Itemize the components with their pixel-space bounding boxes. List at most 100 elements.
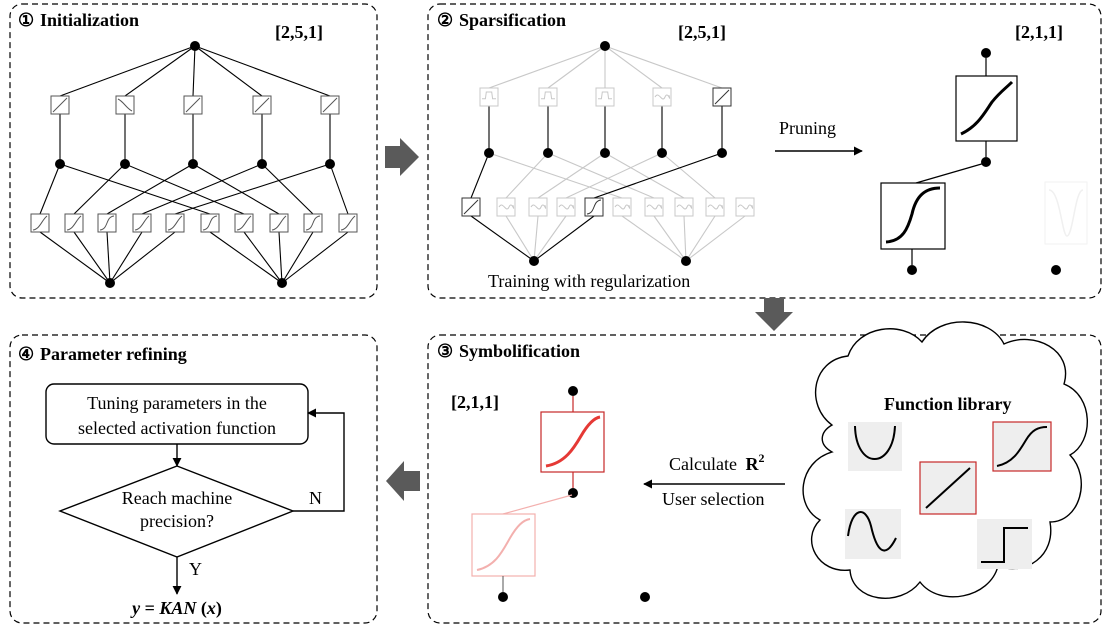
linear-function-icon [919,461,977,515]
function-library-cloud: Function library [802,321,1088,599]
symbolic-network [471,386,650,602]
input-node [277,278,287,288]
no-label: N [309,488,322,508]
pruned-network [880,48,1088,275]
activation-curve [254,97,270,113]
activation-curve [185,97,201,113]
hidden-node [120,159,130,169]
hidden-node [257,159,267,169]
panel-symbolification: ③ Symbolification [2,1,1] Calculate R2 U… [427,321,1102,624]
tuning-text: selected activation function [78,418,276,438]
activation-box [528,197,548,217]
input-node [498,592,508,602]
input-node [105,278,115,288]
activation-curve [66,215,82,231]
activation-box [479,87,499,107]
calculate-label: Calculate R2 [669,451,764,474]
activation-curve [676,204,693,210]
network-shape-label: [2,1,1] [451,392,499,412]
decision-text: Reach machine [122,488,232,508]
activation-curve [498,204,515,210]
hidden-node [325,159,335,169]
panel-number: ② [437,10,453,30]
sparse-network [461,41,755,266]
hidden-node [568,488,578,498]
hidden-node [981,157,991,167]
sine-function-icon [845,509,901,559]
hidden-node [188,159,198,169]
activation-curve [134,215,150,231]
panel-number: ④ [18,344,34,364]
output-node [190,41,200,51]
panel-number: ① [18,10,34,30]
activation-curve [202,215,218,231]
activation-curve [305,215,321,231]
activation-curve [541,91,555,100]
decision-text: precision? [140,511,214,531]
activation-box [735,197,755,217]
parabola-function-icon [848,422,902,471]
pruning-label: Pruning [779,118,836,138]
flow-arrow-left [386,461,420,501]
panel-sparsification: ② Sparsification [2,5,1] [2,1,1] Trainin… [427,3,1102,299]
activation-curve [167,215,183,231]
activation-curve [646,204,663,210]
panel-initialization: ① Initialization [2,5,1] [9,3,378,299]
output-node [600,41,610,51]
activation-curve [707,204,724,210]
panel-title: Sparsification [459,10,566,30]
sigmoid-function-icon [992,421,1052,472]
hidden-node [657,148,667,158]
result-equation: y = KAN (x) [130,598,222,619]
panel-title: Initialization [40,10,139,30]
user-selection-label: User selection [662,489,764,509]
activation-curve [340,215,356,231]
activation-curve [530,204,547,210]
network-shape-label: [2,5,1] [678,22,726,42]
activation-box [556,197,576,217]
activation-box [595,87,615,107]
input-node [907,265,917,275]
activation-curve [117,98,133,112]
activation-curve [322,97,338,113]
pruned-shape-label: [2,1,1] [1015,22,1063,42]
activation-box [644,197,664,217]
activation-box [496,197,516,217]
no-loop-arrow [293,408,345,512]
initial-network [30,41,358,288]
panel-title: Symbolification [459,341,580,361]
activation-curve [463,199,479,215]
panel-title: Parameter refining [40,344,187,364]
activation-curve [737,204,754,210]
hidden-node [543,148,553,158]
activation-box [538,87,558,107]
yes-label: Y [189,559,202,579]
activation-box [652,87,672,107]
training-label: Training with regularization [488,271,690,291]
panel-parameter-refining: ④ Parameter refining Tuning parameters i… [9,334,378,624]
input-node [681,256,691,266]
activation-curve [271,215,287,231]
activation-curve [52,97,68,113]
activation-box [612,197,632,217]
hidden-node [55,159,65,169]
network-shape-label: [2,5,1] [275,22,323,42]
activation-curve [236,215,252,231]
tuning-text: Tuning parameters in the [87,393,267,413]
hidden-node [600,148,610,158]
activation-curve [598,91,612,100]
activation-box [674,197,694,217]
input-node [640,592,650,602]
flow-arrow-down [755,298,793,331]
library-title: Function library [884,394,1012,414]
input-node [1051,265,1061,275]
flow-arrow-right [385,138,419,176]
input-node [529,256,539,266]
activation-curve [482,91,496,100]
activation-curve [586,199,602,215]
activation-curve [654,94,671,100]
hidden-node [484,148,494,158]
activation-box-large [880,182,946,250]
output-node [568,386,578,396]
